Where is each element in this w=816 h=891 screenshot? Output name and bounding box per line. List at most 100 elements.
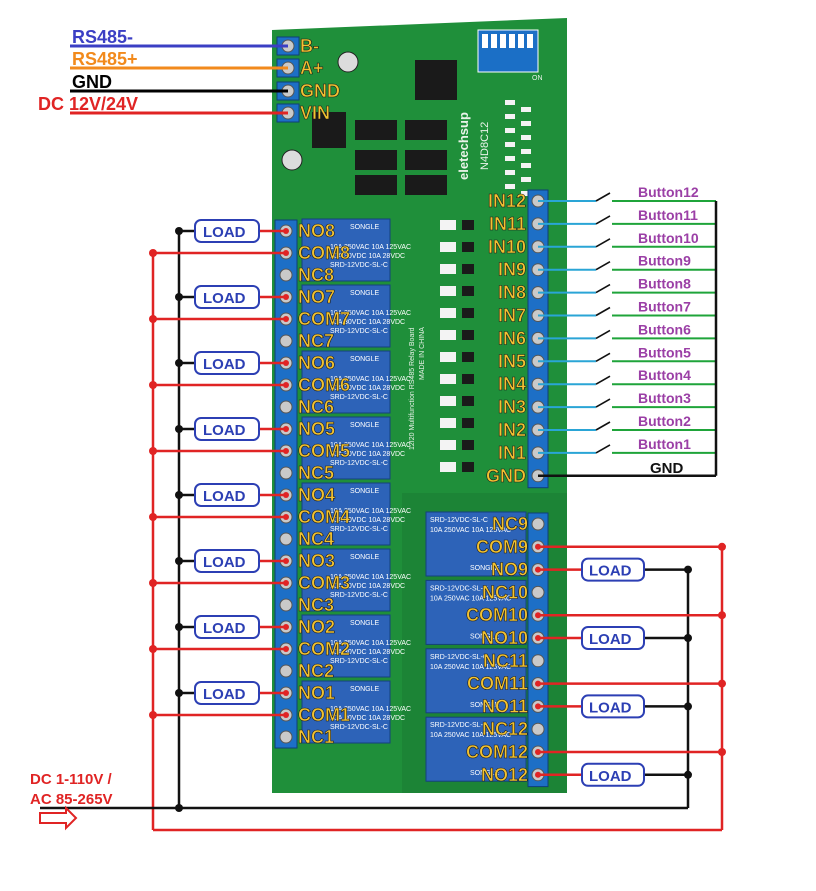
relay-pin-label-left: COM1 [298, 705, 350, 725]
wire-end-dot [283, 250, 289, 256]
relay-pin-label-left: COM5 [298, 441, 350, 461]
input-pin-label: IN7 [498, 306, 526, 326]
relay-rating: 10A 30VDC 10A 28VDC [330, 385, 405, 392]
gnd-power-label: GND [72, 72, 112, 92]
load-box [194, 285, 260, 309]
wire-end-dot [535, 703, 541, 710]
switch-contact [595, 261, 611, 271]
wire-end-dot [283, 646, 289, 652]
relay-rating: SRD-12VDC-SL-C [330, 526, 388, 533]
relay-rating: SRD-12VDC-SL-C [330, 724, 388, 731]
load-label: LOAD [203, 290, 246, 307]
load-label: LOAD [203, 422, 246, 439]
brand-label: eletechsup [456, 112, 471, 180]
relay-brand: SONGLE [350, 686, 380, 693]
dip-key [491, 34, 497, 48]
wire-end-dot [535, 749, 541, 755]
ac-input-label-line2: AC 85-265V [30, 791, 113, 808]
wire-end-dot [283, 316, 289, 322]
input-pin-label: IN4 [498, 374, 526, 394]
terminal-screw [279, 532, 293, 546]
led [505, 114, 515, 119]
board-title: 12I20 Multifunction RS485 Relay Board [409, 327, 416, 450]
relay [301, 218, 391, 282]
input-pin-label: IN12 [488, 191, 526, 211]
relay-brand: SONGLE [350, 620, 380, 627]
button-label: Button4 [638, 367, 691, 383]
terminal-screw [279, 268, 293, 282]
button-label: Button11 [638, 207, 698, 223]
load-label: LOAD [203, 554, 246, 571]
optocoupler [440, 418, 456, 428]
junction-dot [175, 227, 183, 235]
relay-pin-label-left: NC3 [298, 595, 334, 615]
dip-key [518, 34, 524, 48]
relay-rating: 10A 250VAC 10A 125VAC [330, 376, 411, 383]
relay-rating: SRD-12VDC-SL-C [430, 585, 488, 592]
button-label: Button9 [638, 253, 691, 269]
relay-brand: SONGLE [470, 565, 500, 572]
led [521, 191, 531, 196]
junction-dot [149, 513, 157, 521]
capacitor [281, 149, 303, 171]
wire-end-dot [283, 492, 289, 498]
relay-rating: SRD-12VDC-SL-C [330, 460, 388, 467]
junction-dot [175, 557, 183, 565]
made-in-label: MADE IN CHINA [419, 327, 426, 380]
relay-rating: 10A 30VDC 10A 28VDC [330, 715, 405, 722]
junction-dot [718, 748, 726, 756]
load-label: LOAD [203, 686, 246, 703]
relay-rating: SRD-12VDC-SL-C [430, 517, 488, 524]
junction-dot [175, 804, 183, 812]
led [521, 177, 531, 182]
relay-pin-label-right: NO10 [481, 628, 528, 648]
relay-brand: SONGLE [470, 702, 500, 709]
relay-rating: 10A 250VAC 10A 125VAC [430, 664, 511, 671]
relay-pin-label-right: COM10 [466, 605, 528, 625]
relay-rating: 10A 250VAC 10A 125VAC [330, 244, 411, 251]
relay-pin-label-right: NC9 [492, 514, 528, 534]
ic-chip [355, 175, 397, 195]
relay-pin-label-right: NC11 [483, 651, 528, 671]
input-pin-label: IN5 [498, 351, 526, 371]
relay-rating: SRD-12VDC-SL-C [430, 654, 488, 661]
load-box [194, 483, 260, 507]
relay-pin-label-left: NO1 [298, 683, 335, 703]
relay-rating: SRD-12VDC-SL-C [330, 592, 388, 599]
relay-pin-label-left: COM4 [298, 507, 350, 527]
optocoupler [440, 308, 456, 318]
switch-contact [595, 306, 611, 317]
power-pin-label: GND [300, 81, 340, 101]
led [505, 184, 515, 189]
relay-rating: 10A 250VAC 10A 125VAC [430, 595, 511, 602]
relay-brand: SONGLE [350, 224, 380, 231]
relay-rating: 10A 30VDC 10A 28VDC [330, 583, 405, 590]
relay-brand: SONGLE [350, 290, 380, 297]
relay-rating: 10A 250VAC 10A 125VAC [430, 527, 511, 534]
switch-contact [595, 329, 611, 340]
relay-rating: 10A 250VAC 10A 125VAC [330, 574, 411, 581]
relay-pin-label-right: COM12 [466, 742, 528, 762]
relay-pin-label-left: NO3 [298, 551, 335, 571]
opto-chip [462, 330, 474, 340]
wire-end-dot [535, 543, 541, 550]
load-box [194, 549, 260, 573]
junction-dot [149, 249, 157, 257]
relay-pin-label-left: NO2 [298, 617, 335, 637]
terminal-screw [279, 664, 293, 678]
led [505, 156, 515, 161]
relay-brand: SONGLE [350, 554, 380, 561]
load-label: LOAD [203, 488, 246, 505]
terminal-screw [279, 730, 293, 744]
relay-brand: SONGLE [470, 770, 500, 777]
button-label: Button8 [638, 276, 691, 292]
relay-pin-label-left: COM8 [298, 243, 350, 263]
ic-chip [405, 175, 447, 195]
button-label: Button3 [638, 390, 691, 406]
relay-pin-label-left: NC8 [298, 265, 334, 285]
relay [425, 511, 527, 577]
load-box [194, 219, 260, 243]
relay-rating: SRD-12VDC-SL-C [330, 394, 388, 401]
led [521, 135, 531, 140]
